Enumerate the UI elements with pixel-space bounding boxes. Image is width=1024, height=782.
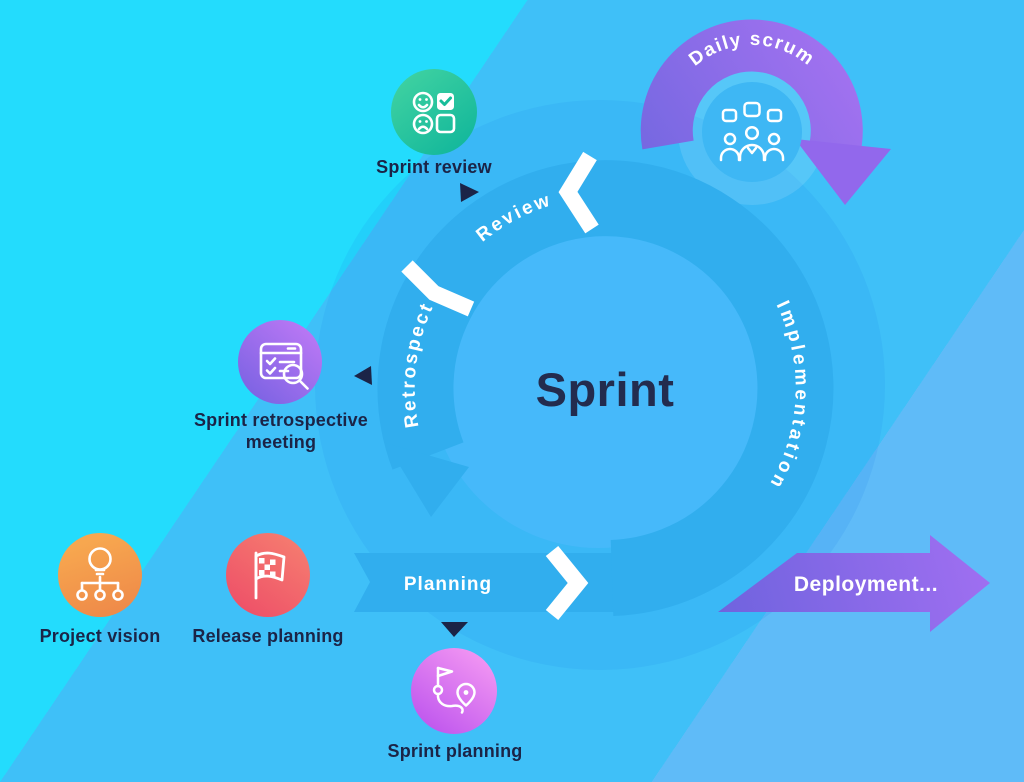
lightbulb-hierarchy-icon (76, 547, 124, 601)
milestone-project-vision-badge (58, 533, 142, 617)
milestone-retrospective-badge (238, 320, 322, 404)
sprint-cycle: Review Retrospect Implementation Plannin… (354, 151, 834, 621)
sprint-review-circle (391, 69, 477, 155)
chevron-top (558, 151, 599, 234)
milestone-sprint-planning-badge (411, 648, 497, 734)
daily-scrum-loop: Daily scrum (640, 19, 891, 205)
sprint-ring-arc (377, 160, 834, 616)
pointer-right-sprint-review (460, 183, 479, 202)
planning-band-label: Planning (404, 574, 492, 595)
deployment-arrow: Deployment... (718, 535, 990, 632)
planning-band (354, 553, 648, 612)
daily-scrum-arc (640, 19, 863, 159)
milestone-sprint-review-badge (391, 69, 477, 155)
sprint-retrospective-label-line1: Sprint retrospective (193, 410, 369, 430)
pointer-down-sprint-planning (441, 622, 468, 637)
checkered-flag-icon (254, 551, 286, 600)
feedback-checklist-icon (412, 91, 456, 135)
milestone-release-planning-badge (226, 533, 310, 617)
sprint-planning-label: Sprint planning (387, 741, 523, 761)
pointer-triangles (354, 183, 479, 637)
ring-chevron-separators (401, 151, 599, 621)
sprint-inner-disc (430, 212, 766, 548)
retrospect-arrowhead (386, 443, 469, 517)
sprint-retrospective-label: Sprint retrospective meeting (179, 409, 383, 453)
deployment-label: Deployment... (794, 573, 938, 596)
sprint-review-label: Sprint review (376, 157, 492, 177)
project-vision-label: Project vision (39, 626, 161, 646)
sprint-retrospective-label-line2: meeting (245, 432, 317, 452)
team-discussion-icon (719, 101, 785, 162)
document-magnifier-icon (259, 342, 309, 390)
chevron-left (401, 260, 475, 317)
chevron-planning (545, 545, 589, 621)
deployment-arrow-shape (718, 535, 990, 632)
daily-scrum-arrowhead (795, 139, 891, 205)
sprint-planning-circle (411, 648, 497, 734)
sprint-center-label: Sprint (536, 363, 675, 416)
daily-scrum-disc (702, 82, 802, 182)
route-pin-icon (432, 666, 476, 714)
pointer-left-retrospective (354, 366, 372, 385)
release-planning-label: Release planning (192, 626, 344, 646)
